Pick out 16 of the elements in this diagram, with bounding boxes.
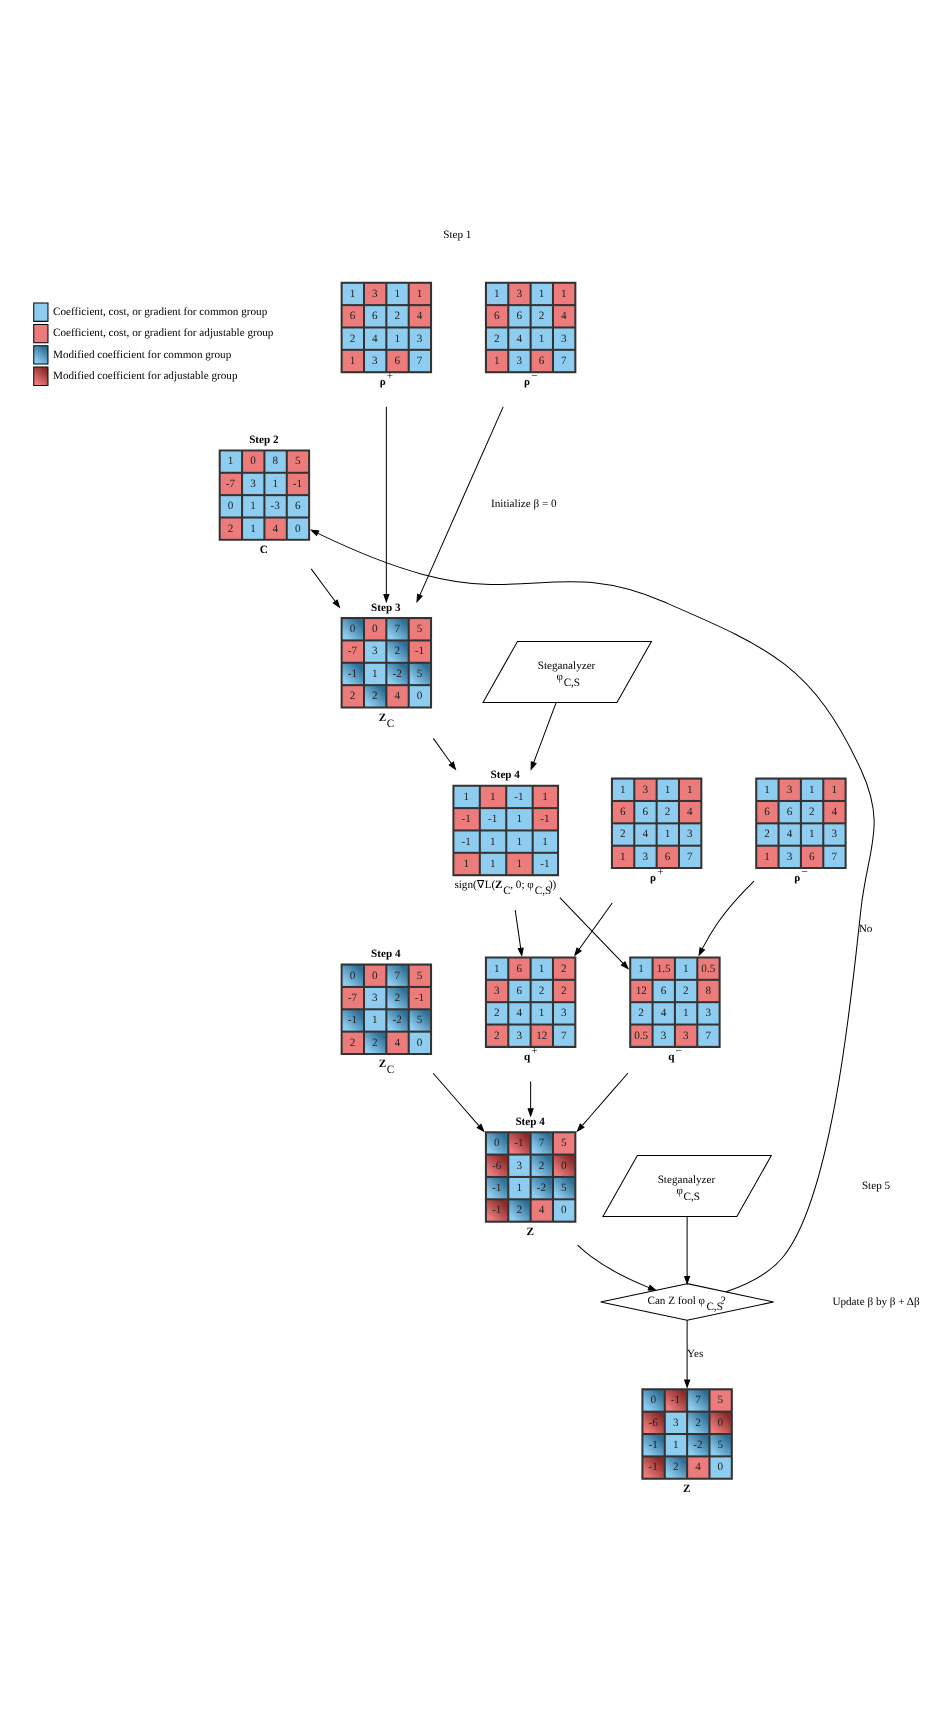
arrow bbox=[382, 405, 389, 603]
arrow bbox=[558, 896, 629, 969]
arrow bbox=[697, 879, 754, 956]
arrow bbox=[575, 1071, 628, 1132]
arrow bbox=[309, 567, 340, 608]
arrow bbox=[682, 1318, 690, 1388]
arrow bbox=[513, 908, 523, 956]
arrow bbox=[308, 528, 874, 1292]
arrow bbox=[576, 1243, 657, 1290]
arrow bbox=[529, 701, 556, 770]
arrow bbox=[682, 1215, 690, 1285]
arrow bbox=[526, 1080, 533, 1117]
arrow bbox=[415, 405, 503, 603]
arrow bbox=[572, 901, 612, 956]
arrow bbox=[431, 736, 456, 770]
arrow bbox=[431, 1071, 484, 1132]
